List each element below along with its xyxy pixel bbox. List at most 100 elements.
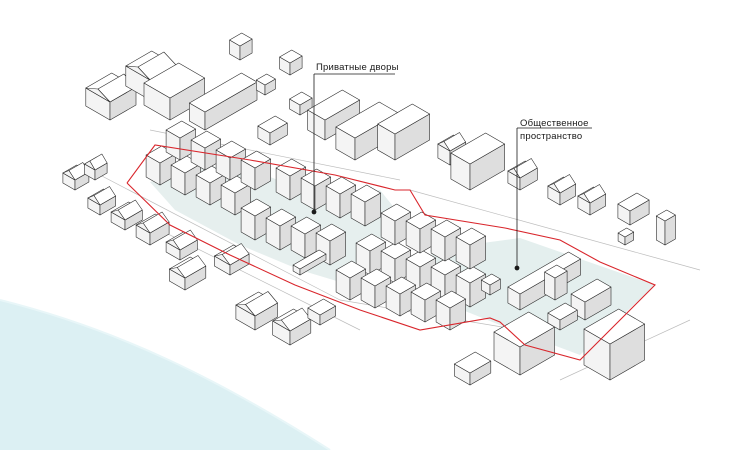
roof (547, 302, 578, 321)
gable-end (272, 319, 291, 332)
label-public-space-line2: пространство (520, 131, 583, 142)
gable-end (135, 222, 151, 234)
roof (583, 308, 645, 345)
roof (292, 249, 327, 270)
gable-end (87, 195, 101, 206)
gable-end (84, 160, 96, 171)
building-md-r4 (435, 290, 466, 331)
gable-end (577, 193, 591, 204)
building-pv-b6 (325, 176, 356, 219)
roof (493, 311, 555, 348)
building-r-2 (450, 132, 505, 191)
gable-end (214, 254, 231, 266)
river-band (0, 300, 330, 450)
building-md-8 (455, 227, 486, 270)
leader-public-dot (514, 265, 520, 271)
project-boundary (126, 144, 656, 361)
building-pv-a7 (240, 150, 271, 191)
gable-end (85, 87, 111, 103)
building-md-r2 (385, 276, 416, 317)
building-pv-ramp (292, 249, 327, 276)
gable-l-7 (169, 255, 207, 279)
roof (570, 278, 612, 303)
gable-end (547, 183, 561, 194)
building-kiosk (480, 273, 501, 296)
gable-l-2 (84, 153, 108, 171)
roof (307, 89, 360, 121)
roof (257, 115, 288, 134)
gable-end (437, 141, 451, 152)
roof (215, 140, 246, 159)
roof (265, 208, 296, 227)
roof (290, 216, 321, 235)
building-pv-a4 (165, 120, 196, 161)
label-public-space-line1: Общественное (520, 118, 589, 129)
building-tl-10 (257, 115, 288, 146)
roof (435, 290, 466, 309)
building-r-tower (583, 308, 645, 381)
gable-end (125, 65, 151, 81)
roof (544, 264, 568, 279)
building-tl-4 (189, 72, 258, 131)
roof (430, 219, 461, 238)
roof (350, 184, 381, 203)
roof (240, 150, 271, 169)
gable-r-1 (437, 132, 466, 152)
roof (454, 351, 492, 374)
building-tl-3 (143, 62, 205, 121)
buildings (62, 32, 676, 386)
building-tl-6 (255, 73, 276, 96)
roof (655, 209, 676, 222)
leader-lines (311, 73, 592, 271)
river-edge (0, 299, 331, 450)
roof (279, 49, 303, 64)
building-tl-12 (377, 103, 430, 161)
gable-l-6 (165, 229, 198, 251)
roof (385, 276, 416, 295)
roof (165, 120, 196, 139)
building-r-bottom (493, 311, 555, 376)
gable-end (165, 239, 181, 251)
roof (289, 91, 313, 106)
roof (450, 132, 505, 165)
label-public-space: Общественное пространство (520, 117, 589, 143)
roof (617, 227, 635, 238)
label-private-yards: Приватные дворы (316, 62, 399, 73)
gable-r-4 (547, 174, 576, 194)
street-edge (409, 189, 701, 271)
gable-l-1 (62, 162, 90, 181)
gable-end (110, 209, 126, 221)
roof (455, 227, 486, 246)
building-tl-7 (279, 49, 303, 76)
roof (315, 223, 346, 242)
building-l-11 (307, 298, 336, 326)
building-r-box (547, 302, 578, 331)
gable-l-3 (87, 186, 116, 206)
building-tl-5 (229, 32, 253, 61)
roof (380, 203, 411, 222)
gable-end (169, 267, 186, 279)
roof (355, 233, 386, 252)
roof (335, 260, 366, 279)
roof (229, 32, 253, 47)
roof (189, 72, 258, 113)
roof (255, 73, 276, 86)
gable-l-8 (214, 243, 250, 266)
building-md-5 (380, 203, 411, 246)
building-r-6 (617, 192, 650, 226)
roof (405, 211, 436, 230)
building-pv-b7 (350, 184, 381, 227)
roof (480, 273, 501, 286)
building-r-7 (655, 209, 676, 246)
gable-end (62, 170, 76, 181)
gable-end (235, 304, 256, 317)
roof (307, 298, 336, 316)
leader-private-dot (311, 209, 317, 215)
building-r-small (454, 351, 492, 386)
building-tl-9 (307, 89, 360, 141)
building-pv-b3 (315, 223, 346, 266)
building-hist-tower (544, 264, 568, 301)
roof (617, 192, 650, 212)
roof (190, 130, 221, 149)
